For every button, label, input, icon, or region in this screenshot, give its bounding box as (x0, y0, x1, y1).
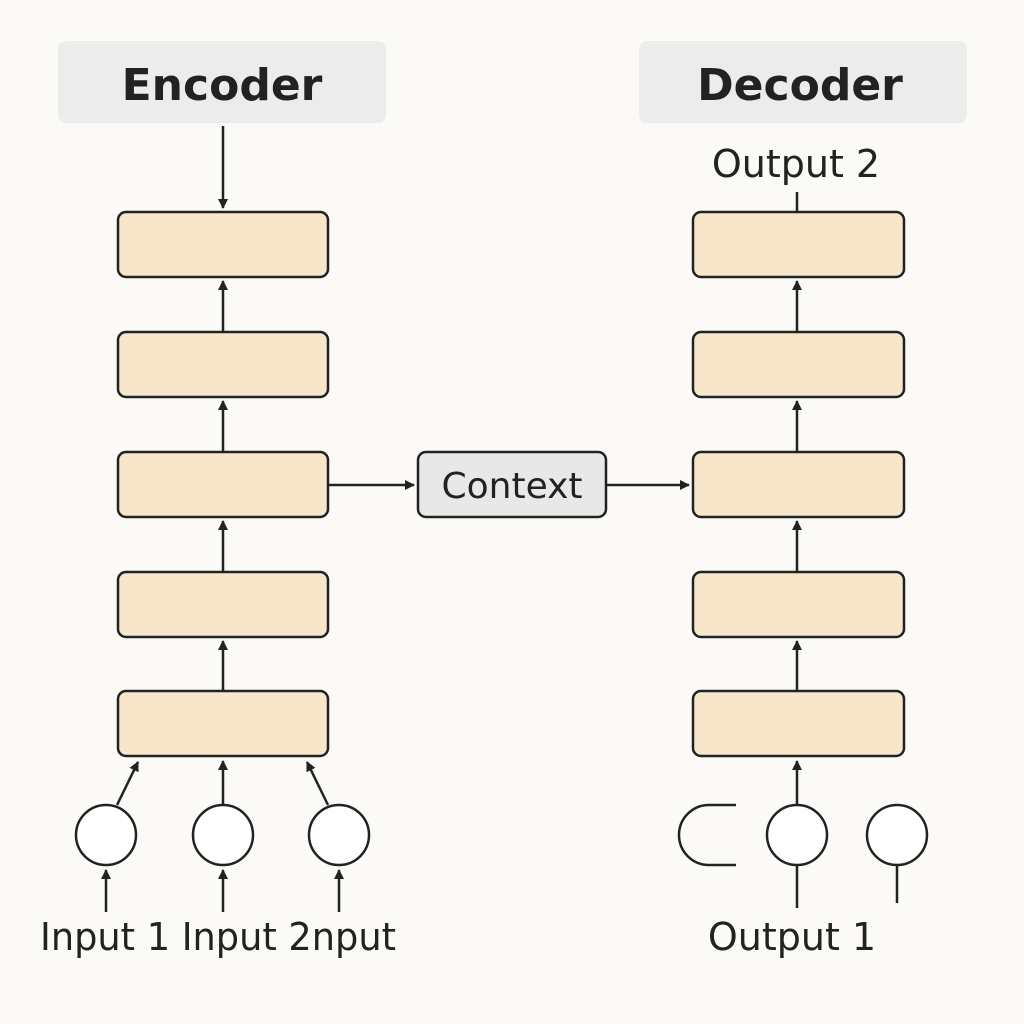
input-node-3 (307, 803, 371, 867)
encoder-layer-1 (116, 689, 330, 758)
decoder-layer-1 (691, 689, 906, 758)
output-node-2 (765, 803, 829, 867)
input-node-2 (191, 803, 255, 867)
encoder-layer-4 (116, 330, 330, 399)
input-3-arrow (305, 761, 330, 806)
decoder-top-label: Output 2 (712, 142, 880, 186)
encoder-header: Encoder (58, 41, 386, 123)
decoder-title: Decoder (697, 60, 903, 111)
decoder-layer-2 (691, 570, 906, 639)
input-labels: Input 1 Input 2nput (40, 915, 396, 959)
encoder-layer-2 (116, 570, 330, 639)
input-1-arrow (115, 761, 140, 806)
encoder-layer-5 (116, 210, 330, 279)
encoder-stack: Input 1 Input 2nput (40, 126, 396, 959)
decoder-header: Decoder (639, 41, 967, 123)
decoder-layer-4 (691, 330, 906, 399)
context-label: Context (441, 466, 582, 507)
context-block: Context (328, 450, 690, 519)
decoder-layer-5 (691, 210, 906, 279)
encoder-layer-3 (116, 450, 330, 519)
input-node-1 (74, 803, 138, 867)
decoder-header-box (639, 41, 967, 123)
encoder-header-box (58, 41, 386, 123)
output-node-partial (677, 803, 736, 867)
decoder-stack: Output 2 Output 1 (677, 142, 929, 959)
output-node-3 (865, 803, 929, 867)
encoder-title: Encoder (122, 60, 323, 111)
decoder-bottom-label: Output 1 (708, 915, 876, 959)
decoder-layer-3 (691, 450, 906, 519)
